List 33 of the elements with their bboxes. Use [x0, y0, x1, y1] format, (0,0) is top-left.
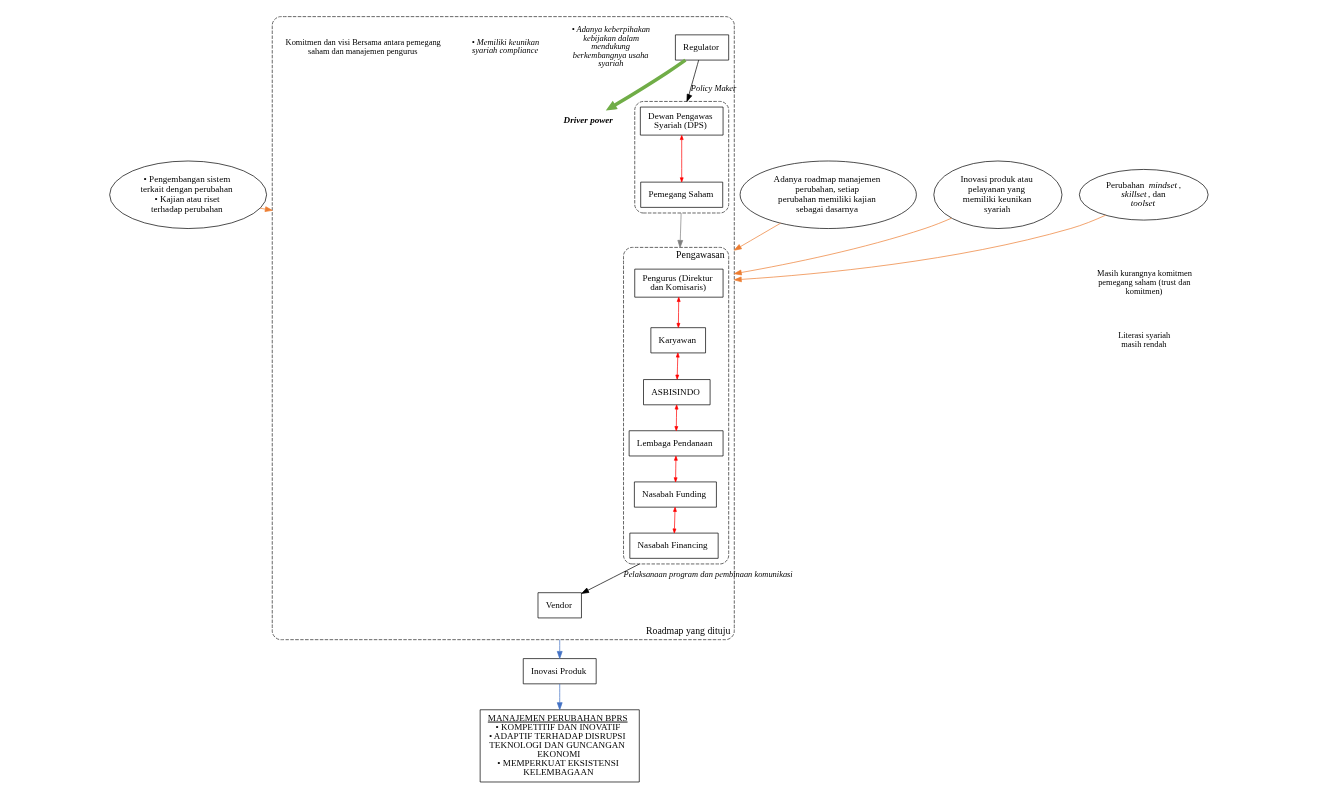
node-box: ASBISINDO [642, 379, 710, 406]
node-box: MANAJEMEN PERUBAHAN BPRS • KOMPETITIF DAN INOVATIF • ADAPTIF TERHADAP DISRUPSI TEKNOLOGI DAN GUNCANGAN EKONOMI • MEMPERKUAT EKSISTENSI KELEMBAGAAN [479, 709, 640, 783]
node-ellipse: Perubahan mindset, skillset, dan toolset [1078, 169, 1208, 221]
node-box: Pemegang Saham [639, 181, 723, 208]
arrow [674, 352, 680, 380]
arrow [674, 404, 678, 432]
node-box: Dewan Pengawas Syariah (DPS) [639, 106, 723, 136]
arrow [679, 135, 684, 183]
arrow [605, 58, 686, 111]
node-box: Lembaga Pendanaan [628, 430, 723, 457]
node-box: Nasabah Financing [629, 532, 718, 559]
arrow [556, 683, 562, 710]
node-box: Regulator [674, 34, 729, 61]
arrow [733, 214, 1106, 283]
arrow [672, 506, 677, 534]
arrow [580, 563, 640, 594]
arrow [733, 217, 952, 276]
node-ellipse: Adanya roadmap manajemen perubahan, setiap perubahan memiliki kajian sebagai dasarnya [739, 160, 917, 229]
arrow [686, 59, 699, 102]
node-box: Pengurus (Direktur dan Komisaris) [633, 268, 723, 298]
arrow [676, 212, 683, 248]
arrow [733, 222, 781, 251]
node-text: Driver power [563, 114, 613, 125]
node-box: Nasabah Funding [633, 481, 717, 508]
node-box: Inovasi Produk [522, 658, 597, 685]
arrow [676, 297, 680, 328]
arrow [259, 206, 273, 212]
arrow [556, 639, 562, 659]
cluster [633, 101, 729, 214]
arrow [673, 455, 678, 483]
node-box: Vendor [537, 592, 582, 619]
node-ellipse: Inovasi produk atau pelayanan yang memiliki keunikan syariah [932, 160, 1062, 229]
node-box: Karyawan [650, 327, 706, 354]
